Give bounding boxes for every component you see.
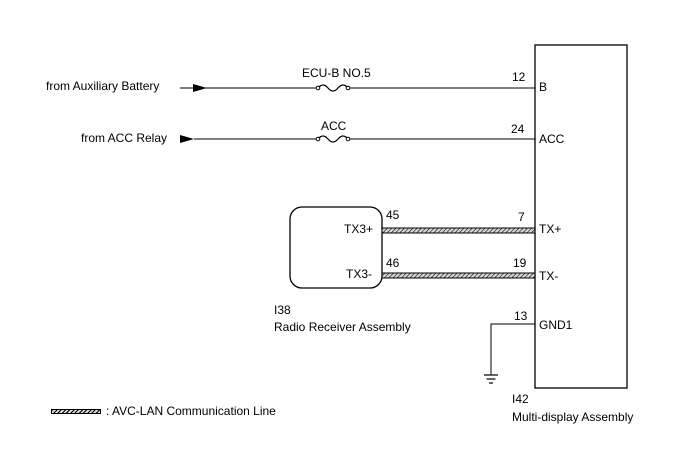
fuse-ecu-b-label: ECU-B NO.5	[302, 66, 371, 80]
acc-relay-wire	[180, 135, 535, 143]
fuse-acc-label: ACC	[321, 119, 347, 133]
display-pin-number: 12	[512, 70, 526, 84]
radio-pin-label: TX3-	[346, 267, 373, 281]
fuse-icon	[317, 84, 349, 92]
display-pin-number: 19	[513, 256, 527, 270]
multi-display-box	[534, 44, 628, 389]
display-pin-label: ACC	[539, 132, 565, 146]
fuse-icon	[317, 135, 349, 143]
radio-receiver-code: I38	[274, 303, 291, 317]
display-pin-number: 13	[514, 309, 528, 323]
radio-pin-number: 45	[386, 208, 400, 222]
display-pin-label: B	[539, 80, 548, 94]
display-pin-label: GND1	[539, 318, 573, 332]
display-pin-label: TX+	[539, 222, 562, 236]
arrow-icon	[180, 135, 194, 143]
multi-display-code: I42	[512, 392, 529, 406]
avc-lan-line-tx-minus	[381, 272, 536, 279]
multi-display-name: Multi-display Assembly	[512, 410, 634, 424]
avc-lan-legend-label: : AVC-LAN Communication Line	[106, 404, 276, 418]
display-pin-label: TX-	[539, 269, 559, 283]
avc-lan-line-tx-plus	[381, 227, 536, 234]
ground-icon	[484, 374, 498, 384]
avc-lan-legend-swatch	[51, 409, 101, 414]
aux-battery-wire	[180, 84, 535, 92]
display-pin-number: 24	[511, 122, 525, 136]
radio-pin-number: 46	[386, 256, 400, 270]
radio-pin-label: TX3+	[344, 222, 374, 236]
display-pin-number: 7	[518, 210, 525, 224]
radio-receiver-name: Radio Receiver Assembly	[274, 320, 411, 334]
radio-receiver-box	[289, 206, 383, 289]
aux-battery-label: from Auxiliary Battery	[46, 79, 160, 93]
ground-wire	[484, 323, 535, 384]
acc-relay-label: from ACC Relay	[81, 131, 168, 145]
